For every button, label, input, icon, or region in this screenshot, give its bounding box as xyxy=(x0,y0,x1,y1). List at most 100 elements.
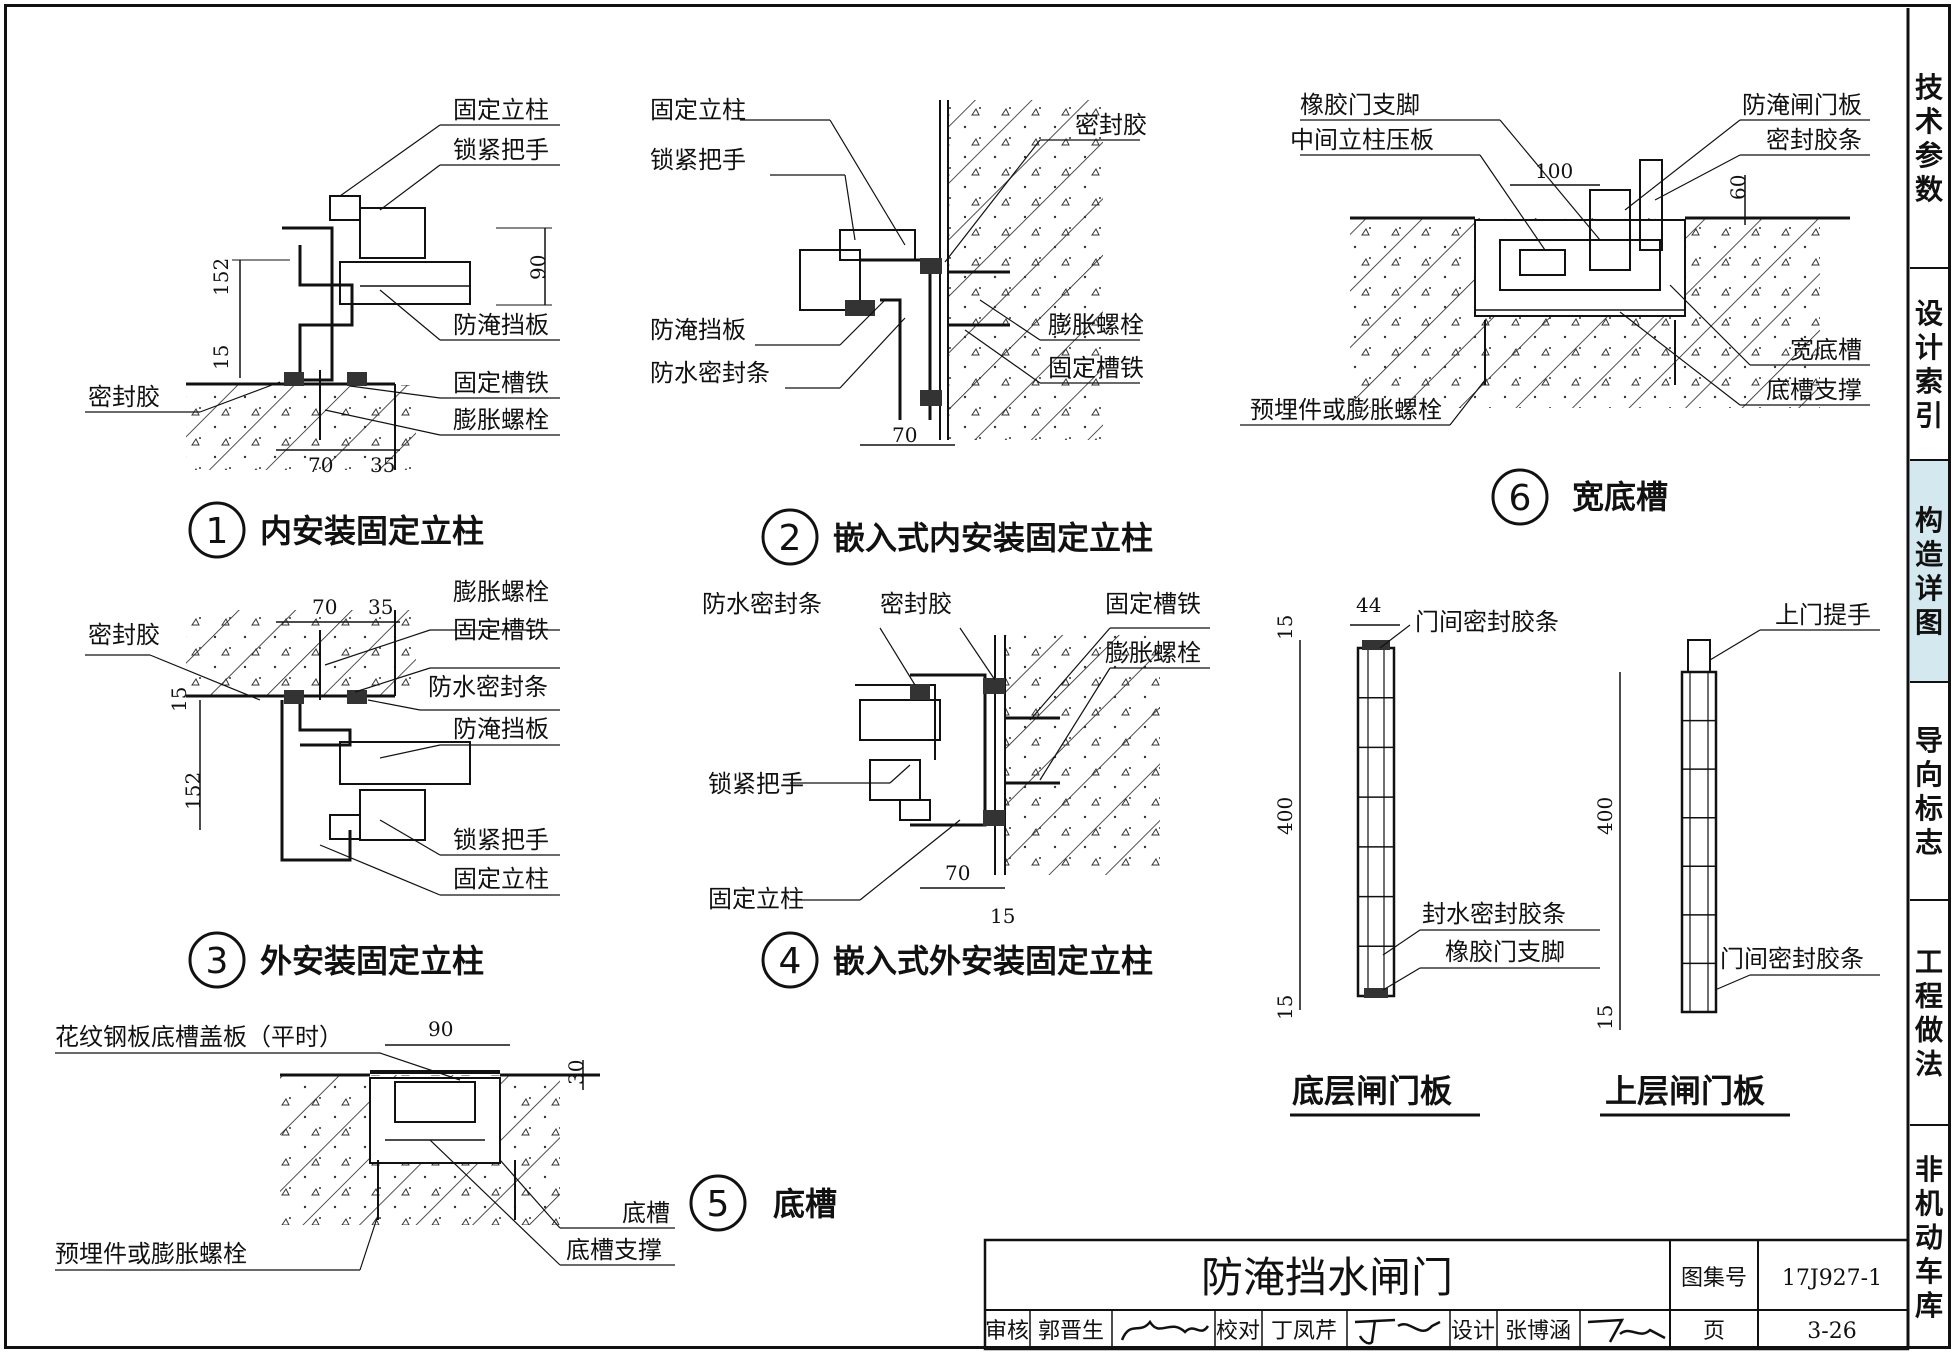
label-sealant: 密封胶 xyxy=(88,621,160,649)
atlas-number: 17J927-1 xyxy=(1782,1266,1882,1291)
wide-trough xyxy=(1474,219,1686,317)
flood-baffle xyxy=(339,741,471,785)
label-rubber-foot: 橡胶门支脚 xyxy=(1445,938,1565,966)
label-channel-iron: 固定槽铁 xyxy=(1048,354,1144,382)
fixed-post xyxy=(910,673,987,827)
tab-label-2[interactable]: 构造详图 xyxy=(1915,504,1943,639)
page-number: 3-26 xyxy=(1807,1319,1856,1344)
detail-number-circle xyxy=(761,931,819,989)
detail-title: 宽底槽 xyxy=(1572,478,1668,516)
detail-6: 100 60 橡胶门支脚 中间立柱压板 防淹闸门板 密封胶条 宽底槽 底槽支撑 … xyxy=(1240,91,1870,526)
dim-100: 100 xyxy=(1535,159,1573,183)
label-waterproof-strip: 防水密封条 xyxy=(702,590,822,618)
label-embedded-or-bolt: 预埋件或膨胀螺栓 xyxy=(55,1240,247,1268)
dim-70: 70 xyxy=(892,423,917,447)
reviewer-signature xyxy=(1120,1319,1210,1341)
tab-label-4[interactable]: 工程做法 xyxy=(1914,946,1943,1081)
label-flood-baffle: 防淹挡板 xyxy=(453,311,549,339)
dim-15: 15 xyxy=(1593,1005,1617,1030)
dim-35: 35 xyxy=(368,595,393,619)
label-lift-handle: 上门提手 xyxy=(1775,601,1871,629)
page-label: 页 xyxy=(1703,1319,1725,1344)
detail-number: 2 xyxy=(779,518,802,559)
dim-15-top: 15 xyxy=(1273,615,1297,640)
dim-15: 15 xyxy=(990,904,1015,928)
dim-90: 90 xyxy=(428,1017,453,1041)
dim-152: 152 xyxy=(209,258,233,296)
detail-4: 70 15 防水密封条 密封胶 固定槽铁 膨胀螺栓 锁紧把手 固定立柱 4 嵌入… xyxy=(702,590,1210,989)
checker-signature xyxy=(1354,1318,1441,1345)
label-rubber-foot: 橡胶门支脚 xyxy=(1300,91,1420,119)
label-waterproof-strip: 防水密封条 xyxy=(428,673,548,701)
flood-baffle xyxy=(339,261,471,305)
detail-number: 6 xyxy=(1509,478,1532,519)
label-channel-iron: 固定槽铁 xyxy=(1105,590,1201,618)
label-flood-baffle: 防淹挡板 xyxy=(650,316,746,344)
detail-2: 70 固定立柱 锁紧把手 防淹挡板 防水密封条 密封胶 膨胀螺栓 固定槽铁 2 … xyxy=(650,96,1153,566)
label-sealant: 密封胶 xyxy=(1075,111,1147,139)
detail-title: 底槽 xyxy=(773,1185,837,1223)
dim-35: 35 xyxy=(370,453,395,477)
detail-title: 内安装固定立柱 xyxy=(260,512,484,550)
designer-signature xyxy=(1587,1318,1666,1343)
dim-60: 60 xyxy=(1726,175,1750,200)
dim-70: 70 xyxy=(312,595,337,619)
label-trough: 底槽 xyxy=(622,1199,670,1227)
label-fixed-post: 固定立柱 xyxy=(453,96,549,124)
bottom-trough xyxy=(369,1077,501,1164)
fixed-post xyxy=(860,258,932,420)
label-flood-baffle: 防淹挡板 xyxy=(453,715,549,743)
label-lock-handle: 锁紧把手 xyxy=(650,146,746,174)
panel-body xyxy=(1356,646,1396,998)
detail-title: 嵌入式内安装固定立柱 xyxy=(833,519,1153,557)
checker-name: 丁凤芹 xyxy=(1271,1319,1337,1344)
label-lock-handle: 锁紧把手 xyxy=(453,136,549,164)
detail-number-circle xyxy=(761,508,819,566)
active-tab-bg xyxy=(1910,460,1948,682)
detail-title: 外安装固定立柱 xyxy=(260,942,484,980)
label-expansion-bolt: 膨胀螺栓 xyxy=(1105,639,1201,667)
label-water-seal: 封水密封胶条 xyxy=(1422,900,1566,928)
title-block: 防淹挡水闸门 图集号 17J927-1 审核 郭晋生 校对 丁凤芹 设计 张博涵… xyxy=(983,1238,1910,1351)
label-embedded-or-bolt: 预埋件或膨胀螺栓 xyxy=(1250,396,1442,424)
panel-title: 上层闸门板 xyxy=(1605,1072,1765,1110)
dim-400: 400 xyxy=(1273,797,1297,835)
designer-name: 张博涵 xyxy=(1505,1319,1571,1344)
tab-label-1[interactable]: 设计索引 xyxy=(1915,297,1943,432)
fixed-post xyxy=(282,226,354,382)
detail-number: 5 xyxy=(707,1184,730,1225)
detail-1: 152 15 90 70 35 固定立柱 锁紧把手 防淹挡板 固定槽铁 膨胀螺栓… xyxy=(85,96,560,559)
gate-panel xyxy=(1589,189,1631,271)
detail-number-circle xyxy=(689,1174,747,1232)
check-label: 校对 xyxy=(1216,1319,1260,1344)
label-sealant: 密封胶 xyxy=(880,590,952,618)
label-lock-handle: 锁紧把手 xyxy=(708,770,804,798)
detail-number: 1 xyxy=(206,511,229,552)
label-inter-gate-seal: 门间密封胶条 xyxy=(1720,945,1864,973)
label-channel-iron: 固定槽铁 xyxy=(453,616,549,644)
label-fixed-post: 固定立柱 xyxy=(650,96,746,124)
dim-152: 152 xyxy=(181,772,205,810)
detail-number: 3 xyxy=(206,941,229,982)
dim-400: 400 xyxy=(1593,797,1617,835)
label-rubber-strip: 密封胶条 xyxy=(1766,126,1862,154)
detail-5: 90 30 花纹钢板底槽盖板（平时） 预埋件或膨胀螺栓 底槽 底槽支撑 5 底槽 xyxy=(55,1017,837,1271)
label-fixed-post: 固定立柱 xyxy=(453,865,549,893)
review-label: 审核 xyxy=(985,1319,1029,1344)
bottom-gate-panel: 44 15 400 15 门间密封胶条 封水密封胶条 橡胶门支脚 底层闸门板 xyxy=(1273,593,1600,1117)
label-lock-handle: 锁紧把手 xyxy=(453,826,549,854)
label-gate-panel: 防淹闸门板 xyxy=(1742,91,1862,119)
drawing-frame xyxy=(4,4,1951,1349)
tab-label-5[interactable]: 非机动车库 xyxy=(1915,1153,1943,1322)
label-post-press-plate: 中间立柱压板 xyxy=(1290,126,1434,154)
tab-label-3[interactable]: 导向标志 xyxy=(1915,724,1943,859)
panel-body xyxy=(1680,670,1718,1014)
dim-15: 15 xyxy=(167,687,191,712)
label-channel-iron: 固定槽铁 xyxy=(453,369,549,397)
tab-label-0[interactable]: 技术参数 xyxy=(1915,71,1944,206)
dim-15-bottom: 15 xyxy=(1273,995,1297,1020)
label-trough-support: 底槽支撑 xyxy=(566,1236,662,1264)
dim-70: 70 xyxy=(945,861,970,885)
label-inter-gate-seal: 门间密封胶条 xyxy=(1415,608,1559,636)
